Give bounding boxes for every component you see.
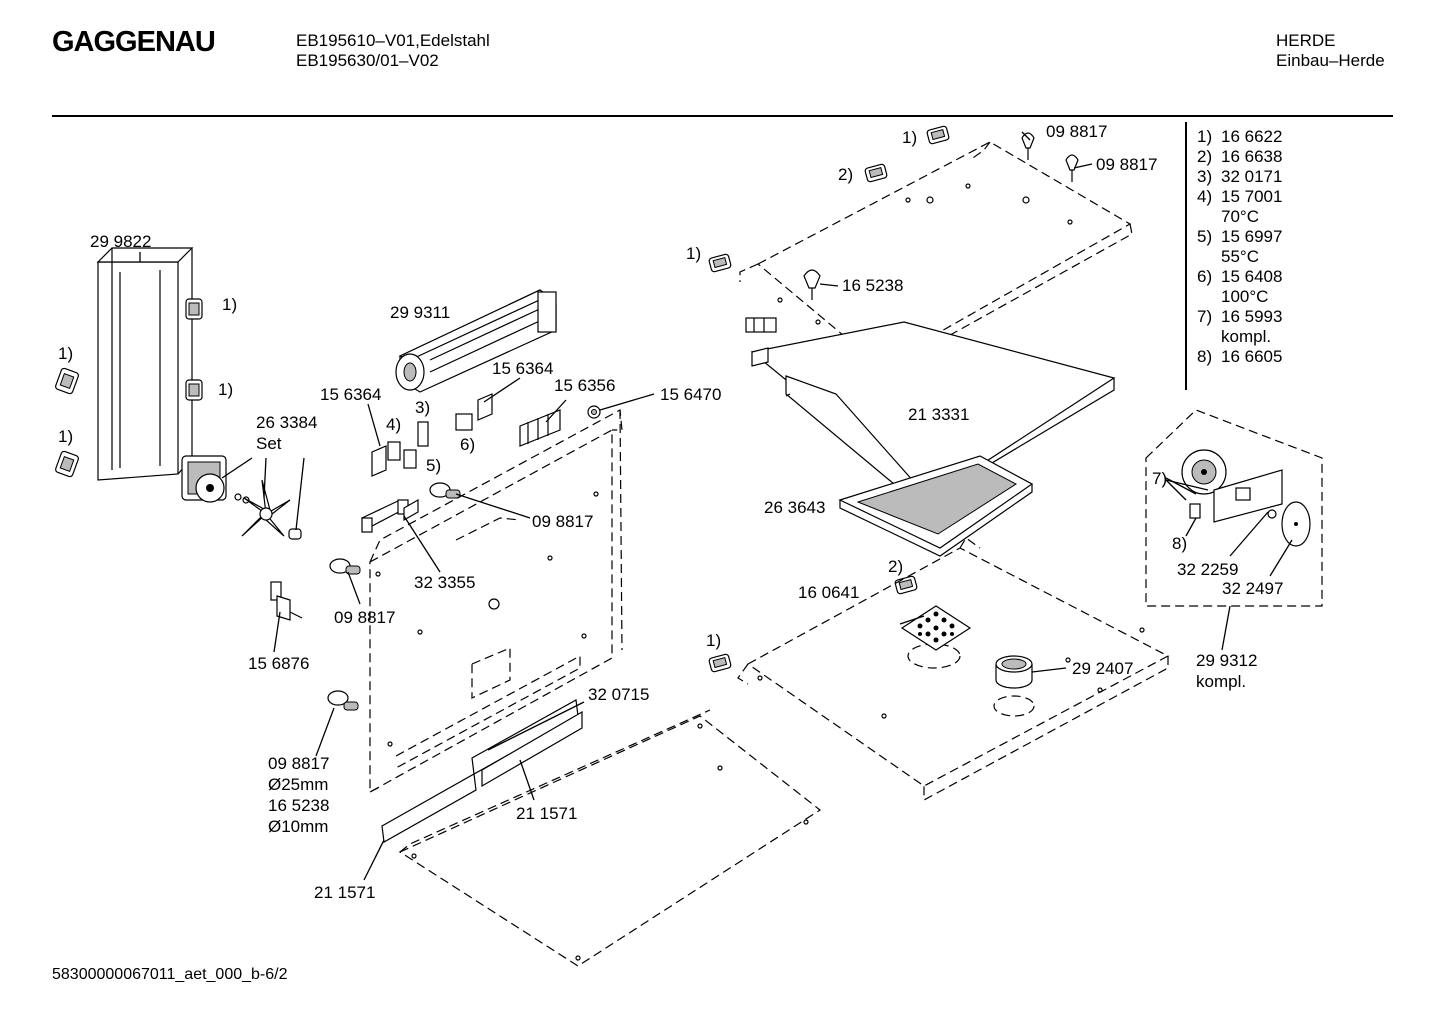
parts-legend: 1) 16 6622 2) 16 6638 3) 32 0171 4) 15 7…: [1197, 127, 1282, 366]
callout-diameter-10mm: Ø10mm: [268, 817, 328, 836]
callout-16-5238-b: 16 5238: [842, 276, 903, 295]
callout-32-2259: 32 2259: [1177, 560, 1238, 579]
model-line-1: EB195610–V01,Edelstahl: [296, 31, 490, 50]
legend-note-7: kompl.: [1221, 327, 1271, 346]
callout-21-3331: 21 3331: [908, 405, 969, 424]
callout-09-8817-b: 09 8817: [334, 608, 395, 627]
fan-motor-icon: [181, 455, 250, 504]
callout-09-8817-a: 09 8817: [532, 512, 593, 531]
bottom-panel: [398, 709, 822, 967]
air-duct-part: [96, 247, 194, 481]
callout-21-1571-b: 21 1571: [314, 883, 375, 902]
callout-4: 4): [386, 415, 401, 434]
air-guide-part: [750, 321, 1116, 505]
category-subtitle: Einbau–Herde: [1276, 51, 1385, 70]
legend-key-6: 6): [1197, 267, 1212, 286]
callout-clip-1b: 1): [58, 344, 73, 363]
callout-32-3355: 32 3355: [414, 573, 475, 592]
callout-15-6876: 15 6876: [248, 654, 309, 673]
callout-15-6356: 15 6356: [554, 376, 615, 395]
callout-7: 7): [1152, 469, 1167, 488]
legend-part-4: 15 7001: [1221, 187, 1282, 206]
hose-clamp-icons: [327, 558, 361, 711]
category-title: HERDE: [1276, 31, 1336, 50]
callout-clip-1f: 1): [686, 244, 701, 263]
callout-21-1571-a: 21 1571: [516, 804, 577, 823]
callout-16-5238-a: 16 5238: [268, 796, 329, 815]
callout-09-8817-d: 09 8817: [1046, 122, 1107, 141]
filter-frame-part: [838, 455, 1034, 557]
callout-8: 8): [1172, 534, 1187, 553]
callout-clip-1c: 1): [218, 380, 233, 399]
callout-29-2407: 29 2407: [1072, 659, 1133, 678]
legend-key-7: 7): [1197, 307, 1212, 326]
callout-32-2497: 32 2497: [1222, 579, 1283, 598]
grill-plate-part: [900, 605, 972, 651]
motor-assembly-icon: [1181, 449, 1311, 547]
callout-16-0641: 16 0641: [798, 583, 859, 602]
document-footer-id: 58300000067011_aet_000_b-6/2: [52, 966, 288, 983]
legend-key-8: 8): [1197, 347, 1212, 366]
callout-26-3643: 26 3643: [764, 498, 825, 517]
leader-lines: [139, 131, 1293, 881]
callout-29-9822: 29 9822: [90, 232, 151, 251]
callout-29-9311: 29 9311: [390, 303, 450, 322]
model-numbers: EB195610–V01,Edelstahl EB195630/01–V02: [296, 31, 490, 71]
callout-15-6364-a: 15 6364: [320, 385, 381, 404]
model-line-2: EB195630/01–V02: [296, 51, 439, 70]
callout-26-3384: 26 3384: [256, 413, 317, 432]
callout-09-8817-c: 09 8817: [268, 754, 329, 773]
callout-labels: 29 9822 1) 1) 1) 1) 26 3384 Set 29 9311 …: [58, 122, 1283, 902]
callout-clip-1a: 1): [222, 295, 237, 314]
callout-15-6470: 15 6470: [660, 385, 721, 404]
legend-part-5: 15 6997: [1221, 227, 1282, 246]
legend-part-1: 16 6622: [1221, 127, 1282, 146]
callout-clip-1d: 1): [58, 427, 73, 446]
tangential-fan-part: [395, 289, 557, 393]
spring-clip-icons: [803, 132, 1079, 300]
legend-part-7: 16 5993: [1221, 307, 1282, 326]
flue-pipe-part: [995, 655, 1033, 689]
thermostat-icons: [371, 393, 601, 499]
legend-key-1: 1): [1197, 127, 1212, 146]
detail-box-frame: [1145, 409, 1323, 607]
legend-key-4: 4): [1197, 187, 1212, 206]
category-block: HERDE Einbau–Herde: [1276, 31, 1385, 71]
clip-icons-left: [55, 298, 203, 478]
legend-part-3: 32 0171: [1221, 167, 1282, 186]
legend-note-6: 100°C: [1221, 287, 1268, 306]
callout-32-0715: 32 0715: [588, 685, 649, 704]
back-wall-panel: [369, 409, 623, 794]
callout-clip-1e: 1): [902, 128, 917, 147]
legend-key-2: 2): [1197, 147, 1212, 166]
callout-6: 6): [460, 435, 475, 454]
legend-note-4: 70°C: [1221, 207, 1259, 226]
hinge-bracket-icon: [745, 317, 777, 333]
callout-clip-2b: 2): [888, 557, 903, 576]
brand-logo: GAGGENAU: [52, 26, 216, 58]
callout-15-6364-b: 15 6364: [492, 359, 553, 378]
legend-part-6: 15 6408: [1221, 267, 1282, 286]
legend-part-2: 16 6638: [1221, 147, 1282, 166]
callout-diameter-25mm: Ø25mm: [268, 775, 328, 794]
callout-5: 5): [426, 456, 441, 475]
fan-wheel-icon: [241, 479, 302, 540]
legend-key-5: 5): [1197, 227, 1212, 246]
callout-29-9312: 29 9312: [1196, 651, 1257, 670]
callout-set: Set: [256, 434, 282, 453]
bracket-32-3355-icon: [360, 498, 419, 533]
legend-key-3: 3): [1197, 167, 1212, 186]
callout-09-8817-e: 09 8817: [1096, 155, 1157, 174]
bracket-15-6876-icon: [270, 581, 303, 621]
callout-kompl: kompl.: [1196, 672, 1246, 691]
legend-note-5: 55°C: [1221, 247, 1259, 266]
callout-3: 3): [415, 398, 430, 417]
callout-clip-2a: 2): [838, 165, 853, 184]
callout-clip-1g: 1): [706, 631, 721, 650]
legend-part-8: 16 6605: [1221, 347, 1282, 366]
